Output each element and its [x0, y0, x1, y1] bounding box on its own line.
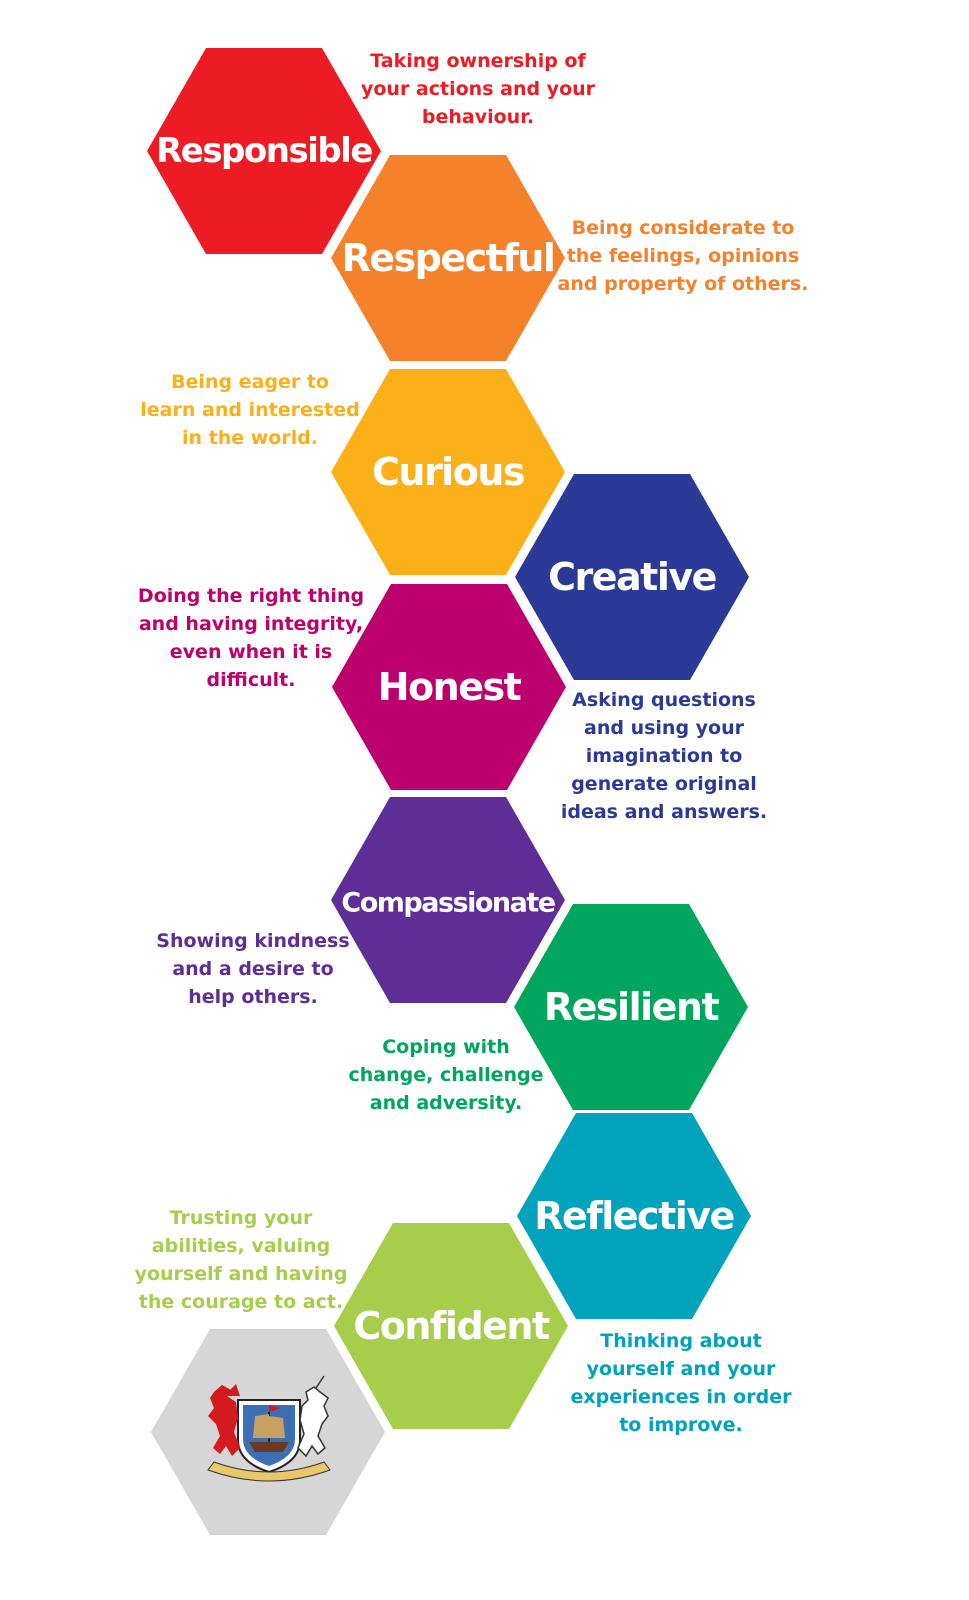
hex-curious: Curious — [331, 369, 565, 575]
desc-confident: Trusting your abilities, valuing yoursel… — [134, 1207, 348, 1313]
hex-respectful: Respectful — [331, 155, 565, 361]
hex-responsible: Responsible — [147, 48, 381, 254]
hex-compassionate-label: Compassionate — [341, 888, 554, 919]
hex-honest-label: Honest — [378, 665, 522, 709]
desc-creative: Asking questions and using your imaginat… — [560, 689, 768, 823]
hex-reflective-label: Reflective — [534, 1194, 734, 1238]
hex-confident-label: Confident — [353, 1304, 550, 1348]
hex-reflective: Reflective — [517, 1113, 751, 1319]
desc-reflective: Thinking about yourself and your experie… — [570, 1330, 792, 1436]
hex-creative-shape — [515, 474, 749, 680]
hex-respectful-shape — [331, 155, 565, 361]
hex-crest — [151, 1329, 385, 1535]
hex-compassionate: Compassionate — [331, 797, 565, 1003]
desc-resilient: Coping with change, challenge and advers… — [348, 1036, 544, 1114]
hex-compassionate-shape — [331, 797, 565, 1003]
hex-responsible-label: Responsible — [156, 131, 372, 171]
hex-creative: Creative — [515, 474, 749, 680]
hex-confident-shape — [334, 1223, 568, 1429]
hex-curious-label: Curious — [372, 450, 524, 494]
desc-respectful: Being considerate to the feelings, opini… — [557, 217, 809, 295]
school-crest-icon — [207, 1375, 331, 1482]
hex-resilient: Resilient — [514, 904, 748, 1110]
desc-honest: Doing the right thing and having integri… — [137, 585, 365, 691]
hex-honest-shape — [332, 584, 566, 790]
hex-respectful-label: Respectful — [342, 236, 555, 280]
hex-reflective-shape — [517, 1113, 751, 1319]
hex-resilient-shape — [514, 904, 748, 1110]
desc-curious: Being eager to learn and interested in t… — [140, 371, 360, 449]
desc-responsible: Taking ownership of your actions and you… — [360, 50, 596, 128]
hex-creative-label: Creative — [548, 555, 716, 599]
hex-responsible-shape — [147, 48, 381, 254]
hex-resilient-label: Resilient — [544, 985, 720, 1029]
hex-confident: Confident — [334, 1223, 568, 1429]
desc-compassionate: Showing kindness and a desire to help ot… — [156, 930, 350, 1008]
hex-honest: Honest — [332, 584, 566, 790]
hex-curious-shape — [331, 369, 565, 575]
